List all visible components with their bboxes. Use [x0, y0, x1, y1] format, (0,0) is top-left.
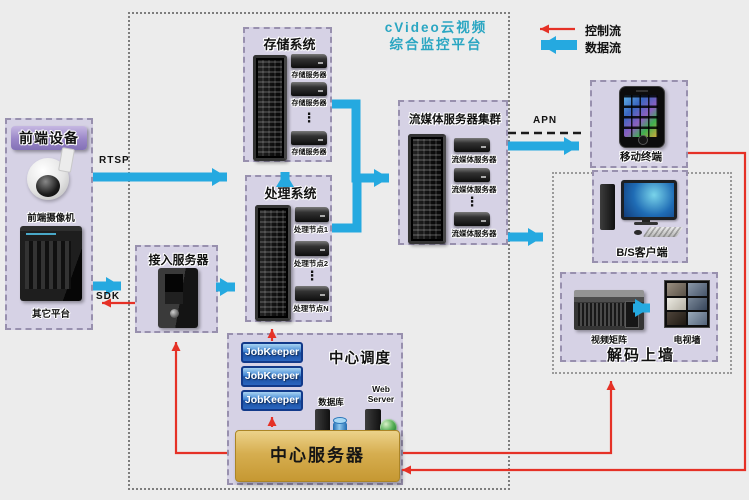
webserver-label: Web Server	[357, 384, 405, 404]
desktop-monitor	[621, 180, 677, 220]
processing-node-label: 处理节点1	[293, 225, 329, 234]
storage-system-box: 存储系统 存储服务器 存储服务器 ⋮ 存储服务器	[243, 27, 332, 162]
streaming-ellipsis: ⋮	[465, 194, 479, 209]
bs-client-box: B/S客户端	[592, 170, 688, 263]
tv-tile	[688, 283, 707, 296]
mobile-terminal-label: 移动终端	[620, 151, 662, 163]
keyboard-icon	[642, 227, 684, 237]
storage-server-label: 存储服务器	[291, 149, 327, 156]
bs-client-label: B/S客户端	[616, 247, 668, 259]
webserver-label-line1: Web	[372, 384, 390, 394]
smartphone-icon	[619, 86, 665, 148]
processing-node-icon	[295, 207, 329, 222]
apn-label: APN	[533, 115, 558, 126]
mouse-icon	[634, 230, 642, 235]
monitor-base	[634, 222, 658, 225]
platform-title: cVideo云视频 综合监控平台	[368, 19, 504, 53]
platform-title-line1: cVideo云视频	[384, 20, 488, 35]
processing-rack-icon	[255, 205, 291, 321]
center-server-bar: 中心服务器	[235, 430, 400, 482]
streaming-cluster-box: 流媒体服务器集群 流媒体服务器 流媒体服务器 ⋮ 流媒体服务器	[398, 100, 508, 245]
legend-control-label: 控制流	[585, 24, 622, 38]
decode-wall-box: 视频矩阵 电视墙 解码上墙	[560, 272, 718, 364]
desktop-tower	[600, 184, 615, 230]
processing-node-label: 处理节点N	[293, 304, 329, 313]
jobkeeper-node: JobKeeper	[241, 390, 303, 411]
webserver-label-line2: Server	[367, 394, 395, 404]
desktop-computer-icon	[600, 180, 684, 240]
storage-server-icon	[291, 82, 327, 96]
database-label: 数据库	[318, 397, 344, 407]
storage-title: 存储系统	[263, 37, 316, 52]
access-server-box: 接入服务器	[135, 245, 218, 333]
storage-server-icon	[291, 131, 327, 145]
frontend-camera-label: 前端摄像机	[27, 213, 75, 224]
frontend-title: 前端设备	[11, 126, 87, 150]
center-scheduler-box: 中心调度 JobKeeper JobKeeper JobKeeper 数据库 W…	[227, 333, 403, 485]
streaming-server-icon	[454, 138, 490, 152]
jobkeeper-node: JobKeeper	[241, 366, 303, 387]
video-matrix-icon	[574, 290, 644, 330]
smartphone-screen	[624, 95, 658, 137]
streaming-server-icon	[454, 212, 490, 226]
storage-server-label: 存储服务器	[291, 100, 327, 107]
legend-data-label: 数据流	[585, 41, 622, 55]
jobkeeper-stack: JobKeeper JobKeeper JobKeeper	[241, 342, 303, 414]
tv-tile	[667, 283, 686, 296]
streaming-server-label: 流媒体服务器	[451, 155, 497, 164]
streaming-server-icon	[454, 168, 490, 182]
streaming-server-label: 流媒体服务器	[451, 229, 497, 238]
mobile-terminal-box: 移动终端	[590, 80, 688, 168]
access-server-title: 接入服务器	[148, 253, 209, 267]
database-tower	[315, 409, 330, 436]
streaming-rack-icon	[408, 134, 446, 244]
tv-tile	[688, 312, 707, 325]
storage-server-icon	[291, 54, 327, 68]
tv-wall-icon	[664, 280, 710, 328]
tv-tile	[667, 297, 686, 311]
scheduler-title: 中心调度	[329, 351, 391, 367]
decode-wall-title: 解码上墙	[606, 347, 675, 364]
storage-ellipsis: ⋮	[302, 110, 316, 125]
platform-title-line2: 综合监控平台	[389, 37, 483, 52]
tv-tile	[667, 312, 686, 325]
sdk-label: SDK	[96, 291, 121, 302]
processing-node-label: 处理节点2	[293, 259, 329, 268]
access-server-tower-icon	[158, 268, 198, 328]
rtsp-label: RTSP	[99, 155, 130, 166]
jobkeeper-node: JobKeeper	[241, 342, 303, 363]
processing-node-icon	[295, 241, 329, 256]
frontend-panel: 前端设备 前端摄像机 其它平台	[5, 118, 93, 330]
webserver-tower	[365, 409, 381, 436]
processing-title: 处理系统	[264, 186, 317, 201]
processing-ellipsis: ⋮	[305, 268, 319, 283]
storage-rack-icon	[253, 55, 287, 161]
processing-node-icon	[295, 286, 329, 301]
tv-tile	[688, 297, 707, 311]
other-platform-chassis-icon	[20, 226, 82, 301]
dome-camera-icon	[27, 158, 69, 200]
storage-server-label: 存储服务器	[291, 72, 327, 79]
streaming-title: 流媒体服务器集群	[409, 114, 501, 126]
frontend-other-label: 其它平台	[31, 309, 70, 320]
processing-system-box: 处理系统 处理节点1 处理节点2 ⋮ 处理节点N	[245, 175, 332, 322]
